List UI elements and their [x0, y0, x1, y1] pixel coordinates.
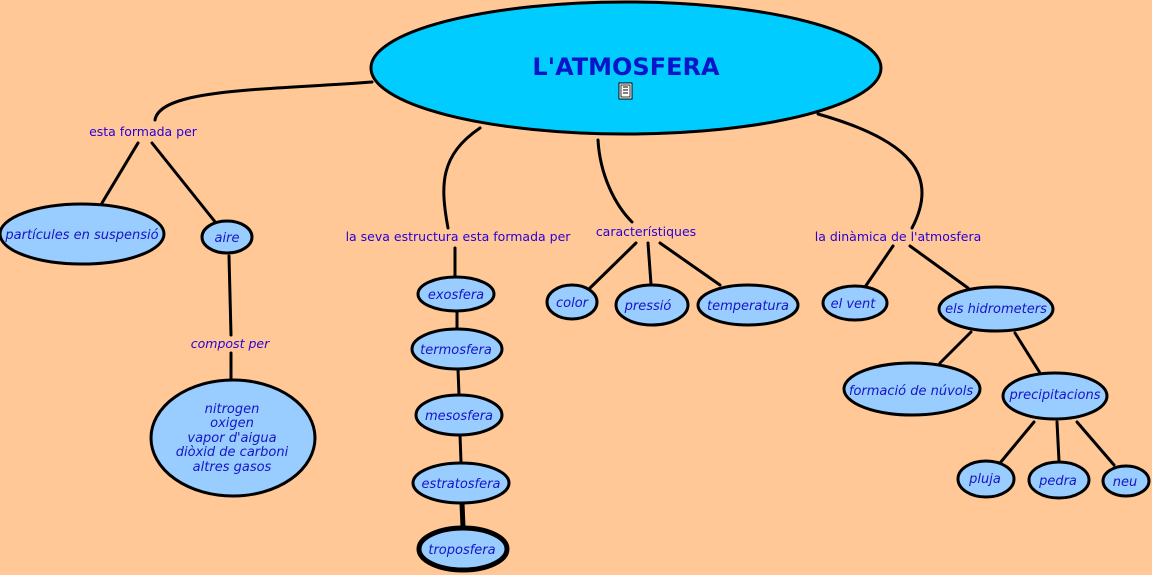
node-label-pluja: pluja [968, 472, 1001, 487]
link-label-estructura: la seva estructura esta formada per [346, 229, 572, 244]
node-label-el-vent: el vent [831, 297, 877, 312]
connector-main-to-esta-formada [153, 80, 374, 122]
connector-main-to-dinamica [816, 112, 924, 230]
connector-mesosfera-to-estratosfera [458, 433, 463, 464]
connectors [100, 80, 1116, 530]
node-label-troposfera: troposfera [428, 543, 495, 558]
connector-termosfera-to-mesosfera [456, 367, 461, 397]
document-icon[interactable] [618, 82, 633, 100]
connector-hidrometers-to-formacio [938, 330, 973, 365]
connector-dinamica-to-hidrometers [908, 244, 970, 290]
node-label-pedra: pedra [1038, 474, 1077, 489]
node-label-exosfera: exosfera [428, 288, 484, 303]
connector-main-to-caracteristiques [596, 138, 634, 224]
node-label-color: color [556, 296, 590, 311]
node-neu[interactable]: neu [1101, 464, 1151, 498]
node-el-vent[interactable]: el vent [821, 284, 889, 322]
node-exosfera[interactable]: exosfera [416, 275, 496, 313]
node-hidrometers[interactable]: els hidrometers [937, 285, 1055, 333]
node-particules[interactable]: partícules en suspensió [0, 202, 166, 266]
node-estratosfera[interactable]: estratosfera [411, 461, 511, 505]
node-label-composicio-0: nitrogen [205, 402, 260, 417]
node-label-composicio-4: altres gasos [193, 460, 272, 475]
node-label-temperatura: temperatura [707, 299, 789, 314]
connector-esta-formada-to-aire [150, 141, 218, 225]
connector-estratosfera-to-troposfera [459, 500, 466, 530]
node-label-aire: aire [215, 231, 240, 246]
node-label-neu: neu [1113, 475, 1137, 490]
node-pressio[interactable]: pressió [614, 283, 690, 327]
node-label-mesosfera: mesosfera [425, 409, 493, 424]
node-mesosfera[interactable]: mesosfera [414, 393, 504, 437]
connector-caracteristiques-to-temperatura [658, 241, 722, 287]
node-label-pressio: pressió [624, 299, 672, 314]
node-pluja[interactable]: pluja [956, 459, 1016, 499]
node-label-particules: partícules en suspensió [4, 228, 158, 243]
node-label-formacio-nuvols: formació de núvols [849, 384, 973, 399]
node-label-hidrometers: els hidrometers [945, 302, 1047, 317]
node-aire[interactable]: aire [200, 219, 254, 255]
connector-precipitacions-to-pedra [1055, 420, 1061, 463]
link-label-caracteristiques: característiques [596, 224, 696, 239]
connector-dinamica-to-el-vent [863, 244, 895, 289]
node-label-composicio-1: oxigen [210, 416, 254, 431]
node-temperatura[interactable]: temperatura [696, 283, 800, 327]
node-formacio-nuvols[interactable]: formació de núvols [842, 361, 982, 417]
link-label-compost-per: compost per [191, 336, 270, 351]
node-troposfera[interactable]: troposfera [416, 525, 510, 573]
main-node[interactable]: L'ATMOSFERA [369, 0, 883, 136]
connector-precipitacions-to-pluja [998, 420, 1036, 465]
node-label-composicio-2: vapor d'aigua [187, 431, 276, 446]
link-label-esta-formada-per: esta formada per [89, 124, 198, 139]
main-title: L'ATMOSFERA [532, 53, 720, 81]
connector-hidrometers-to-precipitacions [1013, 331, 1042, 375]
node-pedra[interactable]: pedra [1027, 460, 1091, 500]
link-label-dinamica: la dinàmica de l'atmosfera [815, 229, 982, 244]
node-label-estratosfera: estratosfera [422, 477, 501, 492]
node-label-precipitacions: precipitacions [1008, 388, 1100, 403]
node-label-termosfera: termosfera [420, 343, 492, 358]
connector-precipitacions-to-neu [1075, 420, 1116, 467]
node-color[interactable]: color [545, 283, 599, 321]
connector-aire-to-compost [227, 254, 233, 337]
node-label-composicio-3: diòxid de carboni [176, 445, 289, 460]
node-composicio[interactable]: nitrogen oxigen vapor d'aigua diòxid de … [149, 378, 317, 498]
node-precipitacions[interactable]: precipitacions [1001, 371, 1109, 421]
node-termosfera[interactable]: termosfera [410, 327, 504, 371]
connector-caracteristiques-to-color [588, 241, 638, 290]
connector-caracteristiques-to-pressio [646, 241, 653, 286]
connector-esta-formada-to-particules [100, 141, 140, 205]
connector-main-to-estructura [442, 126, 482, 230]
